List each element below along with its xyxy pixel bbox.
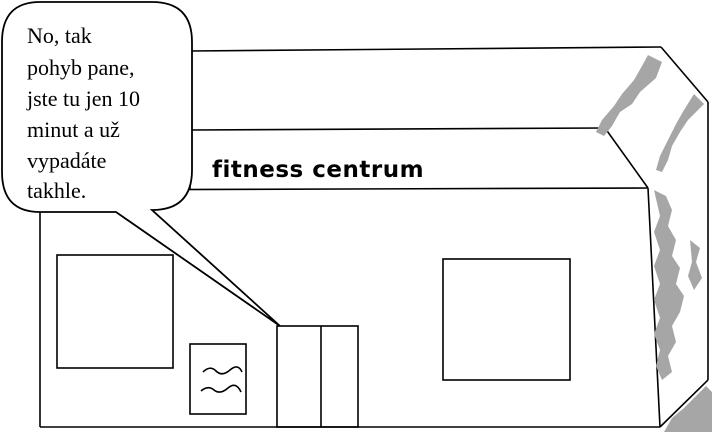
damage-roof-corner bbox=[596, 55, 662, 136]
wall-picture-squiggle-top bbox=[202, 366, 243, 375]
window-right bbox=[442, 258, 571, 381]
wall-picture-squiggle-bottom bbox=[200, 384, 242, 393]
bubble-line-2: pohyb pane, bbox=[27, 55, 135, 80]
damage-side-wall-right bbox=[688, 240, 702, 290]
damage-bottom-corner bbox=[664, 386, 712, 432]
sign-band-top bbox=[189, 127, 606, 131]
door bbox=[276, 325, 359, 428]
roof-top-edge bbox=[189, 46, 662, 52]
sign-fitness-centrum: fitness centrum bbox=[212, 157, 424, 183]
bubble-line-6: takhle. bbox=[27, 178, 86, 203]
side-wall-bottom bbox=[659, 379, 709, 428]
bubble-line-5: vypadáte bbox=[27, 148, 106, 173]
bubble-line-3: jste tu jen 10 bbox=[26, 86, 140, 111]
bubble-line-1: No, tak bbox=[27, 23, 92, 48]
facade-right bbox=[647, 187, 661, 428]
speech-bubble: No, tak pohyb pane, jste tu jen 10 minut… bbox=[1, 1, 281, 327]
damage-side-wall bbox=[654, 190, 684, 380]
roof-side-diagonal bbox=[604, 127, 649, 189]
bubble-line-4: minut a už bbox=[27, 117, 120, 142]
window-left bbox=[56, 254, 174, 369]
speech-bubble-outline bbox=[1, 1, 281, 327]
damage-roof-slope bbox=[656, 94, 704, 172]
roof-right-slope bbox=[660, 46, 709, 103]
wall-picture bbox=[189, 343, 247, 415]
wall-damage bbox=[596, 55, 712, 432]
